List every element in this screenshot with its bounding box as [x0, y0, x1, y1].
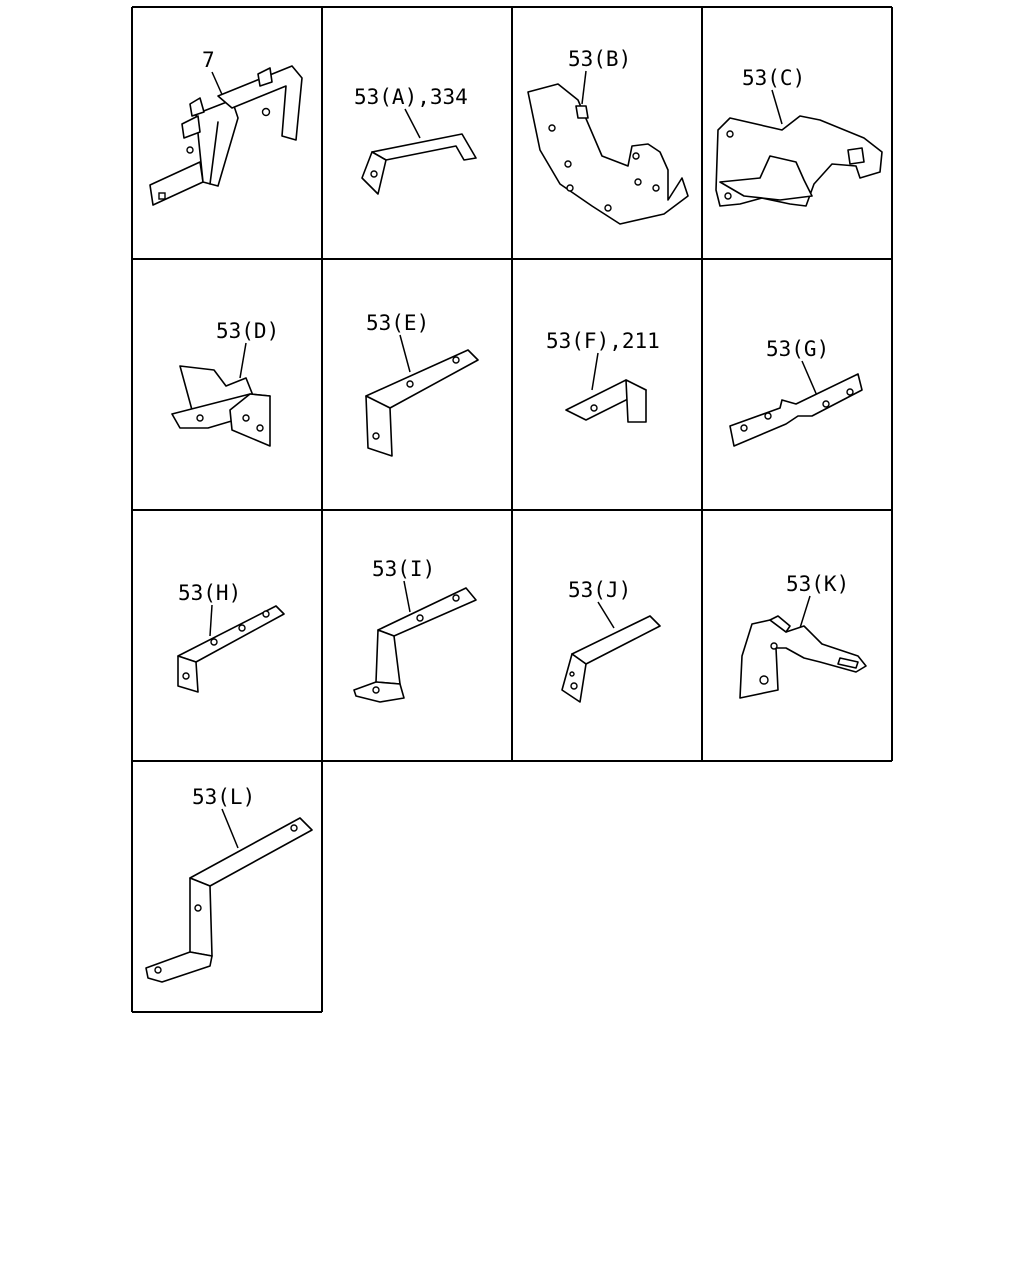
part-53c-leader — [771, 89, 783, 125]
part-53g-bracket — [729, 373, 863, 447]
part-53g-label: 53(G) — [766, 337, 829, 361]
part-53j-leader — [597, 601, 615, 629]
part-53f-bracket — [565, 379, 647, 423]
part-53e-bracket — [365, 349, 479, 457]
part-53l-cell: 53(L) — [145, 785, 313, 983]
part-53e-label: 53(E) — [366, 311, 429, 335]
part-53b-label: 53(B) — [568, 47, 631, 71]
part-53c-cell: 53(C) — [715, 66, 883, 207]
part-53h-leader — [209, 604, 213, 637]
part-53j-bracket — [561, 615, 661, 703]
part-53i-bracket — [353, 587, 477, 703]
part-53k-bracket — [739, 615, 867, 699]
parts-grid — [131, 6, 893, 1013]
part-53e-leader — [399, 334, 411, 373]
part-53g-cell: 53(G) — [729, 337, 863, 447]
part-53i-cell: 53(I) — [353, 557, 477, 703]
part-7-cell: 7 — [149, 48, 303, 206]
part-53b-leader — [581, 70, 587, 105]
part-53f-cell: 53(F),211 — [546, 329, 660, 423]
part-53a-leader — [404, 108, 421, 139]
part-53g-leader — [801, 360, 819, 399]
part-53c-bracket — [715, 115, 883, 207]
part-7-label: 7 — [202, 48, 215, 72]
part-53a-label: 53(A),334 — [354, 85, 468, 109]
part-53d-cell: 53(D) — [171, 319, 279, 447]
part-53h-bracket — [177, 605, 285, 693]
part-53j-label: 53(J) — [568, 578, 631, 602]
part-53b-bracket — [527, 83, 689, 225]
part-53i-label: 53(I) — [372, 557, 435, 581]
part-53h-label: 53(H) — [178, 581, 241, 605]
part-53k-label: 53(K) — [786, 572, 849, 596]
part-53e-cell: 53(E) — [365, 311, 479, 457]
part-53d-bracket — [171, 365, 271, 447]
part-53h-cell: 53(H) — [177, 581, 285, 693]
part-53d-label: 53(D) — [216, 319, 279, 343]
part-53f-label: 53(F),211 — [546, 329, 660, 353]
part-53l-label: 53(L) — [192, 785, 255, 809]
part-53k-cell: 53(K) — [739, 572, 867, 699]
part-53f-leader — [591, 352, 599, 391]
part-53k-leader — [799, 595, 811, 629]
part-53l-bracket — [145, 817, 313, 983]
part-53j-cell: 53(J) — [561, 578, 661, 703]
part-53a-cell: 53(A),334 — [354, 85, 477, 195]
part-53d-leader — [239, 342, 247, 379]
part-53b-cell: 53(B) — [527, 47, 689, 225]
part-53c-label: 53(C) — [742, 66, 805, 90]
part-53a-bracket — [361, 133, 477, 195]
part-7-bracket — [149, 65, 303, 206]
part-53i-leader — [403, 580, 411, 613]
part-53l-leader — [221, 808, 239, 849]
